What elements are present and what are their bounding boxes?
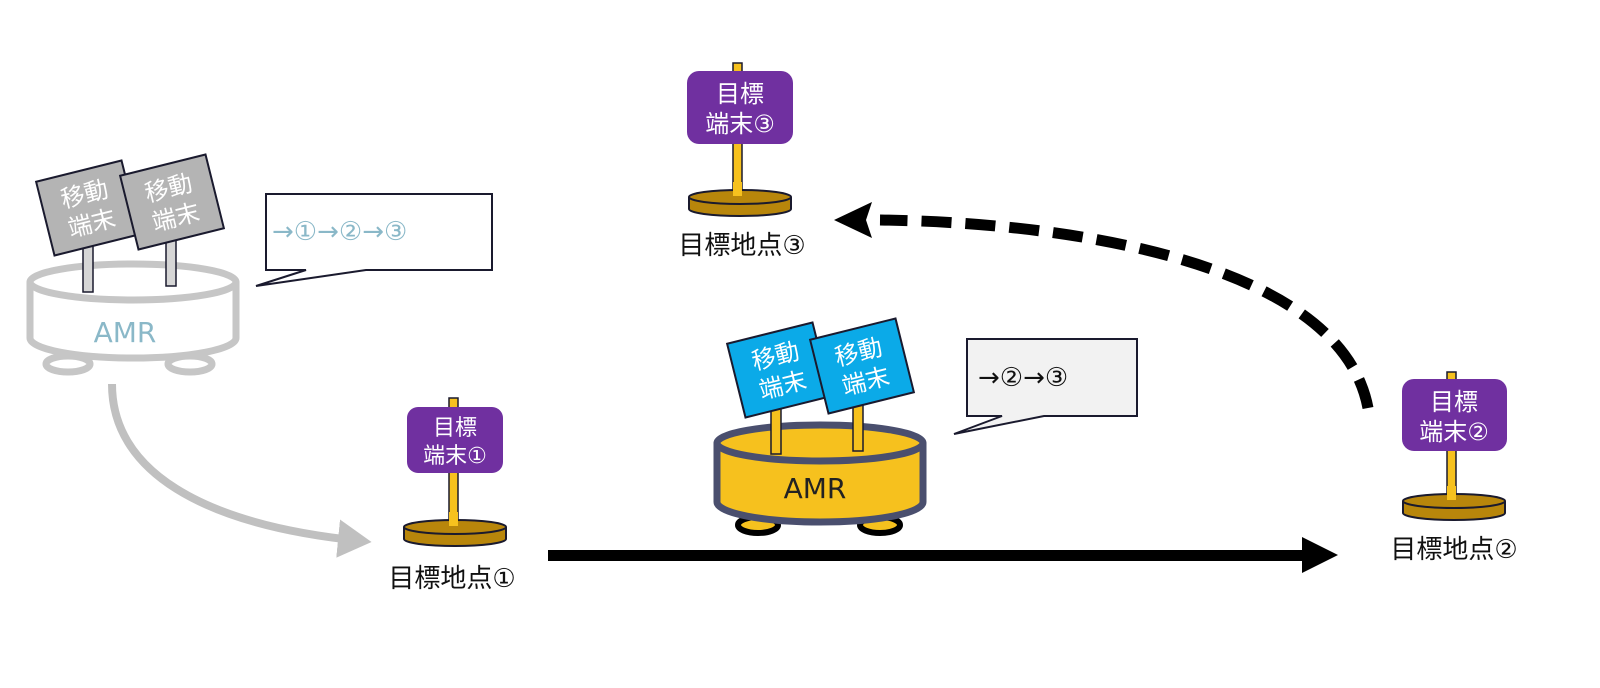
target-2-point-label: 目標地点② xyxy=(1390,535,1517,565)
active-speech-bubble: →②→③ xyxy=(953,338,1138,435)
active-amr-top xyxy=(713,421,927,465)
active-amr-label: AMR xyxy=(784,472,847,505)
arrow-target-1-to-target-2 xyxy=(548,550,1310,561)
target-3-pole-top xyxy=(733,182,742,196)
svg-text:端末②: 端末② xyxy=(1419,418,1489,446)
target-3: 目標 端末③ 目標地点③ xyxy=(678,62,806,261)
arrow-target-1-to-target-2-head xyxy=(1302,537,1338,573)
ghost-bubble-text: →①→②→③ xyxy=(272,217,407,247)
svg-text:目標: 目標 xyxy=(716,80,764,108)
active-device-sign-2: 移動 端末 xyxy=(808,317,916,415)
ghost-device-sign-2: 移動 端末 xyxy=(118,153,226,251)
active-amr: AMR 移動 端末 移動 端末 xyxy=(713,317,927,536)
ghost-amr-label: AMR xyxy=(94,316,157,349)
target-2: 目標 端末② 目標地点② xyxy=(1390,371,1518,565)
target-1-point-label: 目標地点① xyxy=(388,564,515,594)
active-bubble-text: →②→③ xyxy=(978,363,1068,393)
target-3-point-label: 目標地点③ xyxy=(678,231,805,261)
svg-text:端末③: 端末③ xyxy=(705,110,775,138)
target-1: 目標 端末① 目標地点① xyxy=(388,397,516,594)
svg-text:目標: 目標 xyxy=(1430,388,1478,416)
target-3-sign xyxy=(687,71,793,144)
ghost-device-sign-1: 移動 端末 xyxy=(34,159,142,257)
svg-text:端末①: 端末① xyxy=(423,444,487,469)
ghost-amr-top xyxy=(26,260,240,304)
arrow-target-2-to-target-3-head xyxy=(834,202,872,238)
svg-text:目標: 目標 xyxy=(433,416,477,441)
arrow-ghost-to-target-1 xyxy=(108,383,372,558)
target-2-sign xyxy=(1402,379,1507,451)
active-device-sign-1: 移動 端末 xyxy=(725,321,833,419)
ghost-speech-bubble: →①→②→③ xyxy=(255,193,493,287)
ghost-amr: AMR 移動 端末 移動 端末 xyxy=(26,153,240,376)
arrow-target-2-to-target-3 xyxy=(879,214,1374,410)
target-1-sign xyxy=(407,407,503,473)
active-amr-body xyxy=(713,443,927,526)
